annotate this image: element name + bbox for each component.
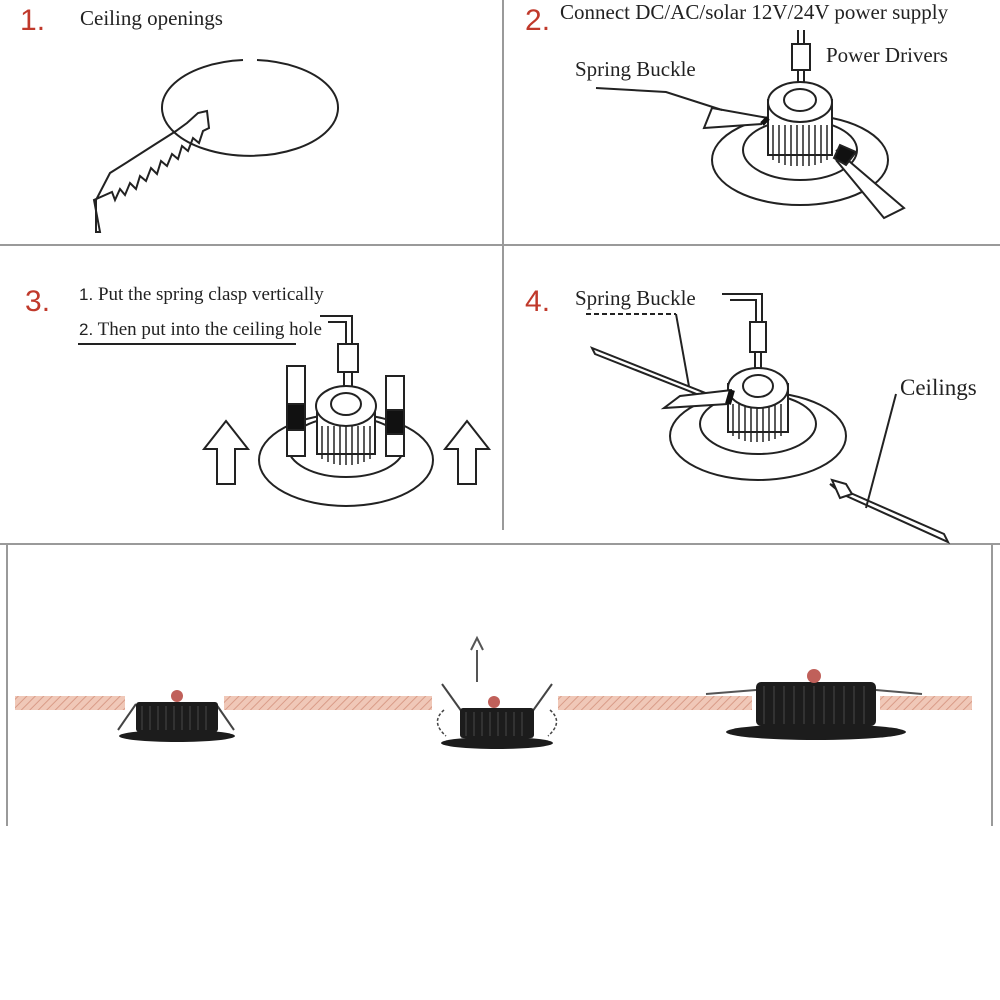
spring-buckle-left xyxy=(702,106,769,130)
step-3-line-1: 1. Put the spring clasp vertically xyxy=(79,284,324,305)
downlight-3 xyxy=(705,669,923,740)
ceilings-callout: Ceilings xyxy=(900,375,977,400)
power-driver-callout: Power Drivers xyxy=(826,43,948,67)
spring-buckle-callout-4: Spring Buckle xyxy=(575,286,696,310)
spring-buckle-4 xyxy=(660,389,733,410)
arrow-up-icon xyxy=(470,635,484,651)
ceiling-board-4 xyxy=(880,696,972,710)
downlight-1 xyxy=(117,690,235,742)
step-1-label: Ceiling openings xyxy=(80,6,223,30)
divider-vertical-top xyxy=(502,0,504,530)
installation-photo-strip xyxy=(15,635,972,749)
divider-right-bottom xyxy=(991,544,993,826)
ceiling-board-1 xyxy=(15,696,125,710)
step-1-illustration xyxy=(92,59,339,233)
arrow-up-right-icon xyxy=(442,419,492,485)
step-4-number: 4. xyxy=(525,285,551,318)
step-3-line-2: 2. Then put into the ceiling hole xyxy=(79,319,322,340)
step-4-illustration xyxy=(586,293,951,545)
step-3-illustration xyxy=(78,315,492,507)
step-2-title: Connect DC/AC/solar 12V/24V power supply xyxy=(560,0,949,24)
step-1-number: 1. xyxy=(20,4,46,37)
downlight-2 xyxy=(436,635,558,749)
step-2-number: 2. xyxy=(525,4,551,37)
divider-horizontal-1 xyxy=(0,244,1000,246)
divider-left-bottom xyxy=(6,544,8,826)
step-2-illustration xyxy=(595,30,906,220)
step-3-number: 3. xyxy=(25,285,51,318)
spring-buckle-callout-2: Spring Buckle xyxy=(575,57,696,81)
ceiling-board-2 xyxy=(224,696,432,710)
divider-horizontal-2 xyxy=(0,543,1000,545)
arrow-up-left-icon xyxy=(201,419,251,485)
saw-icon xyxy=(92,109,211,233)
ceiling-hole-outline xyxy=(161,59,339,157)
spring-buckle-right xyxy=(835,149,906,220)
ceiling-board-3 xyxy=(558,696,752,710)
